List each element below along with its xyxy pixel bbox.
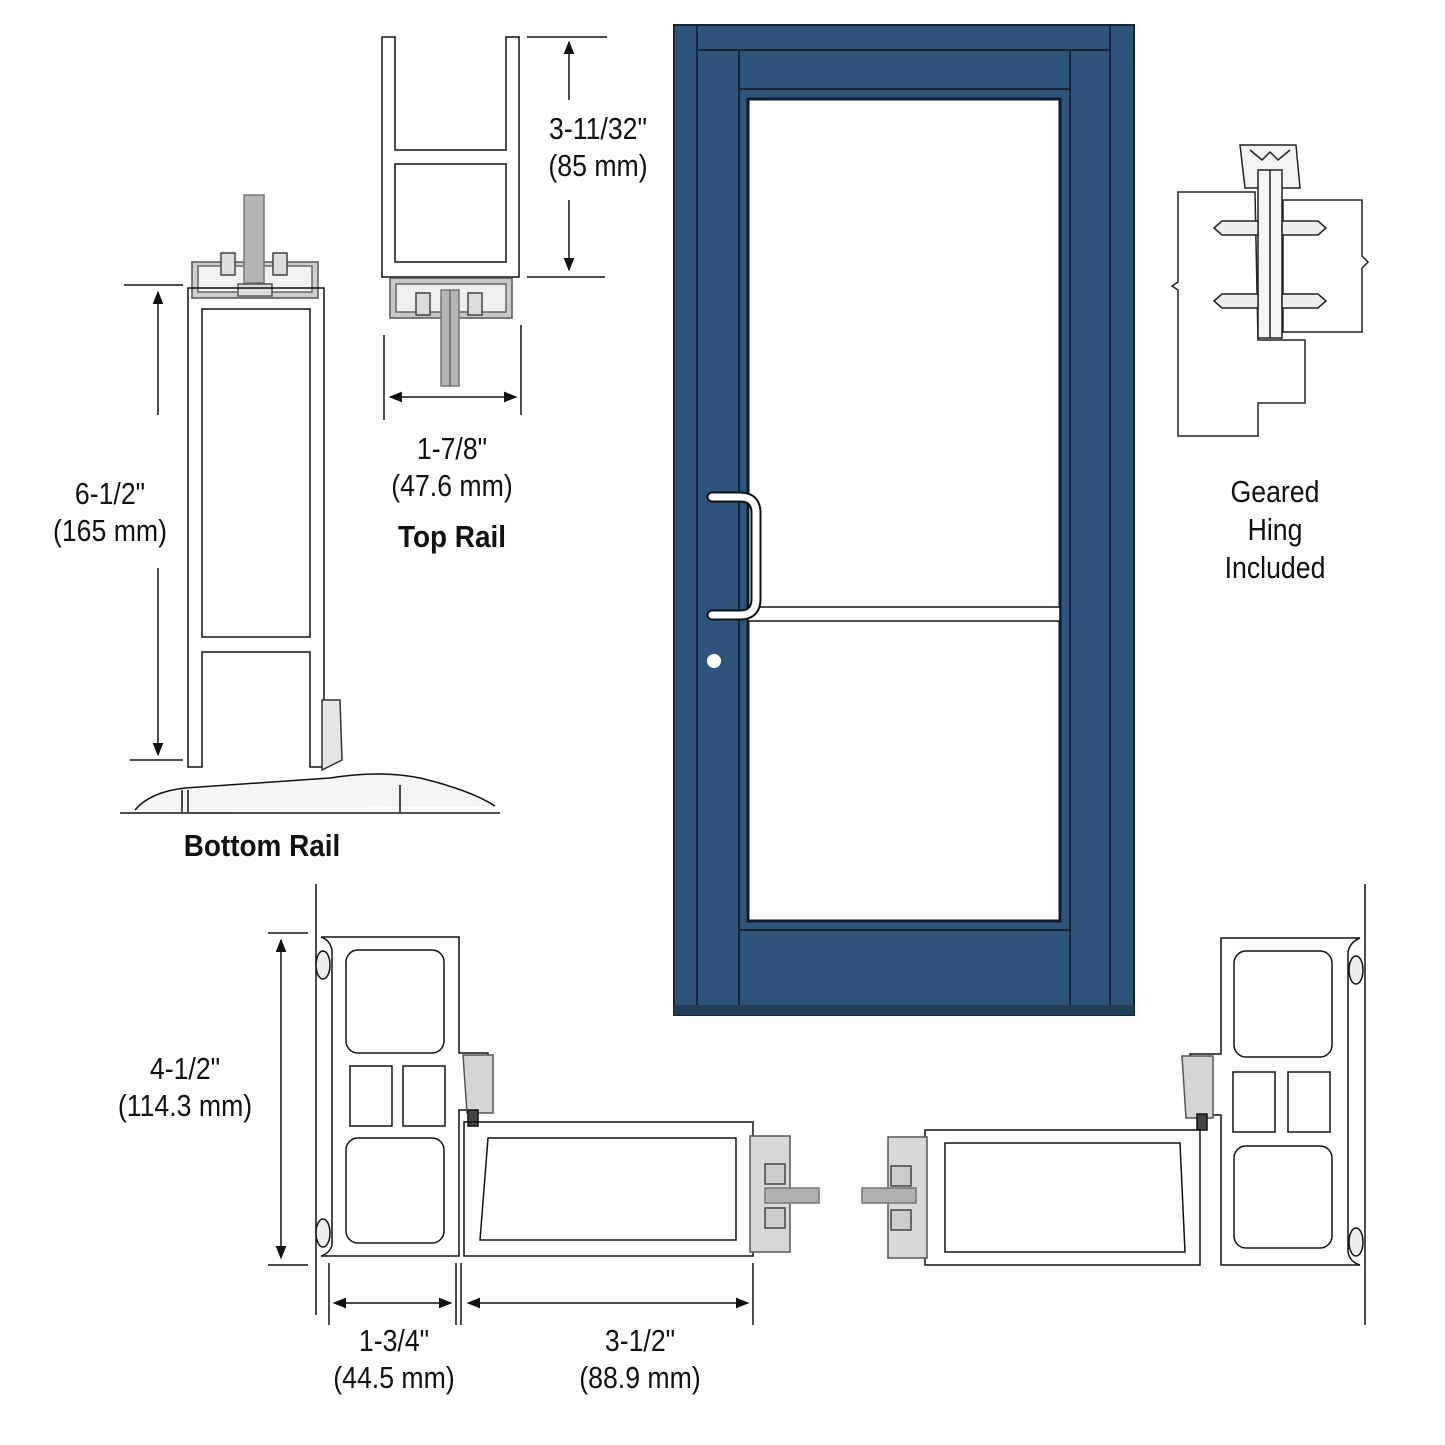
bottom-rail-title: Bottom Rail [183,828,341,863]
lock-jamb-section [861,884,1366,1325]
bottom-rail-height-mm: (165 mm) [52,513,168,549]
hinge-jamb-section [268,884,820,1325]
frame-depth-mm: (44.5 mm) [333,1360,455,1396]
bottom-rail-height-in: 6-1/2" [74,476,146,511]
top-rail-section [381,36,607,420]
top-rail-width-label: 1-7/8" (47.6 mm) [383,430,521,504]
top-rail-title: Top Rail [398,519,506,554]
top-rail-height-mm: (85 mm) [548,148,648,184]
stile-width-mm: (88.9 mm) [579,1360,701,1396]
frame-height-in: 4-1/2" [149,1051,221,1086]
frame-height-mm: (114.3 mm) [117,1088,253,1124]
top-rail-width-in: 1-7/8" [416,431,488,466]
geared-hinge-section [1170,144,1370,437]
top-rail-width-mm: (47.6 mm) [391,468,513,504]
hinge-caption-line3: Included [1224,549,1326,585]
stile-width-label: 3-1/2" (88.9 mm) [571,1322,709,1396]
hinge-caption: Geared Hing Included [1202,473,1348,586]
hinge-caption-line1: Geared [1230,474,1320,509]
bottom-rail-height-label: 6-1/2" (165 mm) [41,475,179,549]
frame-depth-label: 1-3/4" (44.5 mm) [325,1322,463,1396]
stile-width-in: 3-1/2" [604,1323,676,1358]
bottom-rail-section [120,194,500,814]
frame-height-label: 4-1/2" (114.3 mm) [108,1050,263,1124]
door-elevation [673,24,1135,1016]
top-rail-height-in: 3-11/32" [549,111,647,146]
hinge-caption-line2: Hing [1247,511,1303,547]
top-rail-height-label: 3-11/32" (85 mm) [538,110,658,184]
frame-depth-in: 1-3/4" [358,1323,430,1358]
